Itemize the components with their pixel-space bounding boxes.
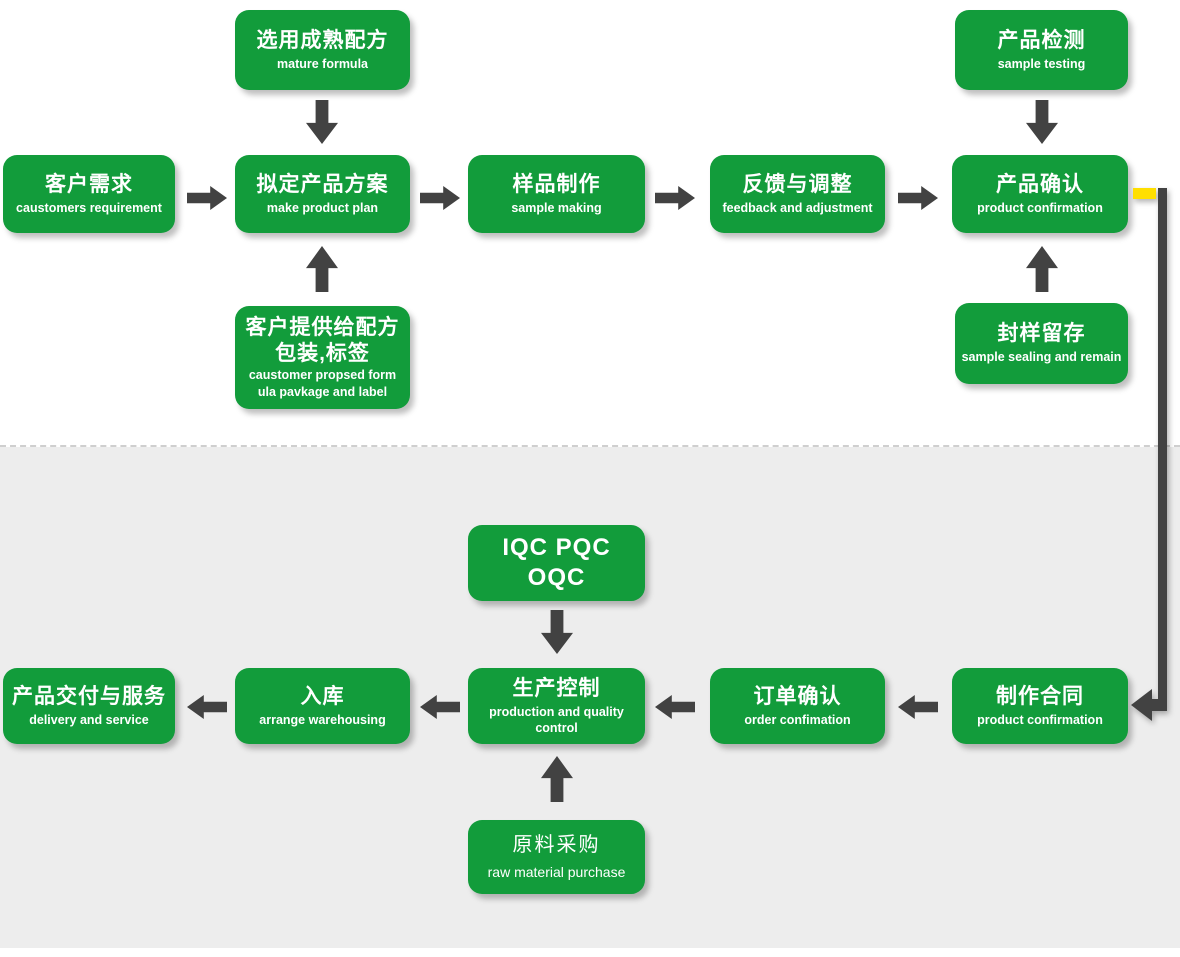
node-subtitle: order confimation (744, 712, 851, 727)
node-customer-requirement: 客户需求 caustomers requirement (3, 155, 175, 233)
node-order-confirmation: 订单确认 order confimation (710, 668, 885, 744)
connector-yellow-segment (1133, 188, 1156, 199)
arrow-right-icon (898, 186, 938, 210)
node-subtitle: mature formula (277, 56, 368, 71)
node-sample-testing: 产品检测 sample testing (955, 10, 1128, 90)
node-production-control: 生产控制 production and quality control (468, 668, 645, 744)
node-title: 封样留存 (997, 322, 1086, 346)
connector-vertical-line (1158, 188, 1167, 711)
node-title: 原料采购 (512, 833, 601, 856)
node-title: IQC PQC OQC (502, 534, 611, 591)
node-title: 订单确认 (753, 684, 842, 708)
node-title: 反馈与调整 (742, 172, 853, 196)
node-make-product-plan: 拟定产品方案 make product plan (235, 155, 410, 233)
arrow-right-icon (187, 186, 227, 210)
arrow-right-icon (420, 186, 460, 210)
node-product-confirmation: 产品确认 product confirmation (952, 155, 1128, 233)
node-title: 选用成熟配方 (256, 28, 389, 52)
connector-arrowhead-left (1131, 689, 1152, 721)
node-subtitle: make product plan (266, 200, 379, 215)
arrow-right-icon (655, 186, 695, 210)
node-title: 生产控制 (512, 676, 601, 700)
arrow-down-icon (1026, 100, 1058, 144)
node-feedback-adjustment: 反馈与调整 feedback and adjustment (710, 155, 885, 233)
node-title: 样品制作 (512, 172, 601, 196)
node-title-line2: 包装,标签 (275, 341, 370, 365)
node-subtitle-line2: ula pavkage and label (257, 384, 388, 399)
node-title: 产品交付与服务 (12, 684, 166, 708)
node-subtitle: product confirmation (977, 712, 1103, 727)
node-subtitle: product confirmation (977, 200, 1103, 215)
node-title: 产品检测 (997, 28, 1086, 52)
node-title: 客户需求 (45, 172, 133, 196)
node-title: 拟定产品方案 (256, 172, 389, 196)
arrow-up-icon (306, 246, 338, 292)
node-delivery-service: 产品交付与服务 delivery and service (3, 668, 175, 744)
node-subtitle: sample sealing and remain (961, 350, 1122, 365)
node-title: 入库 (300, 684, 345, 708)
node-title: 制作合同 (996, 684, 1084, 708)
arrow-up-icon (1026, 246, 1058, 292)
node-sample-sealing: 封样留存 sample sealing and remain (955, 303, 1128, 384)
node-title: 产品确认 (996, 172, 1084, 196)
node-subtitle: raw material purchase (487, 863, 626, 880)
node-subtitle: arrange warehousing (259, 712, 386, 727)
node-title-line1: 客户提供给配方 (245, 315, 400, 339)
section-divider-dashed-line (0, 445, 1180, 447)
node-sample-making: 样品制作 sample making (468, 155, 645, 233)
section-connector-line (1131, 188, 1167, 721)
node-iqc-pqc-oqc: IQC PQC OQC (468, 525, 645, 601)
node-mature-formula: 选用成熟配方 mature formula (235, 10, 410, 90)
node-subtitle: caustomers requirement (16, 200, 162, 215)
node-make-contract: 制作合同 product confirmation (952, 668, 1128, 744)
node-subtitle: production and quality control (489, 705, 624, 735)
arrow-down-icon (306, 100, 338, 144)
node-subtitle: feedback and adjustment (722, 200, 873, 215)
connector-horizontal-stub (1150, 699, 1160, 711)
node-subtitle: sample making (511, 200, 602, 215)
node-raw-material-purchase: 原料采购 raw material purchase (468, 820, 645, 894)
node-warehousing: 入库 arrange warehousing (235, 668, 410, 744)
node-subtitle: delivery and service (29, 712, 149, 727)
node-subtitle: sample testing (997, 56, 1086, 71)
node-customer-provided-formula: 客户提供给配方 包装,标签 caustomer propsed form ula… (235, 306, 410, 409)
node-subtitle-line1: caustomer propsed form (248, 368, 397, 383)
